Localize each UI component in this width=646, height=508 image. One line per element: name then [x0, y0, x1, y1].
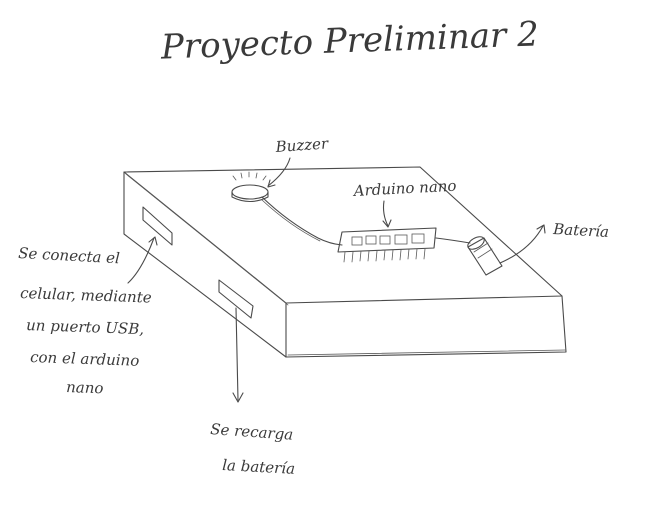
buzzer-label: Buzzer — [274, 134, 329, 156]
usb-note-line: un puerto USB, — [26, 316, 144, 338]
buzzer-leader — [268, 158, 290, 186]
arduino-label: Arduino nano — [351, 177, 457, 200]
charge-note-line: Se recarga — [210, 420, 294, 444]
charge-note: Se recarga la batería — [210, 420, 296, 478]
charge-leader — [236, 308, 238, 400]
battery-label: Batería — [552, 220, 610, 241]
buzzer-wire — [262, 197, 342, 245]
diagram-title: Proyecto Preliminar 2 — [159, 14, 539, 67]
usb-port-icon — [143, 207, 172, 245]
usb-leader — [128, 238, 154, 283]
usb-note-line: con el arduino — [30, 348, 140, 370]
usb-note-line: nano — [66, 378, 104, 397]
usb-note-line: Se conecta el — [18, 244, 121, 267]
battery-leader — [500, 226, 543, 263]
arduino-board-icon — [338, 228, 436, 262]
usb-note-line: celular, mediante — [20, 284, 152, 307]
battery-icon — [466, 234, 502, 275]
charge-note-line: la batería — [222, 456, 296, 478]
usb-note: Se conecta el celular, mediante un puert… — [18, 244, 152, 397]
battery-wire — [436, 238, 470, 243]
